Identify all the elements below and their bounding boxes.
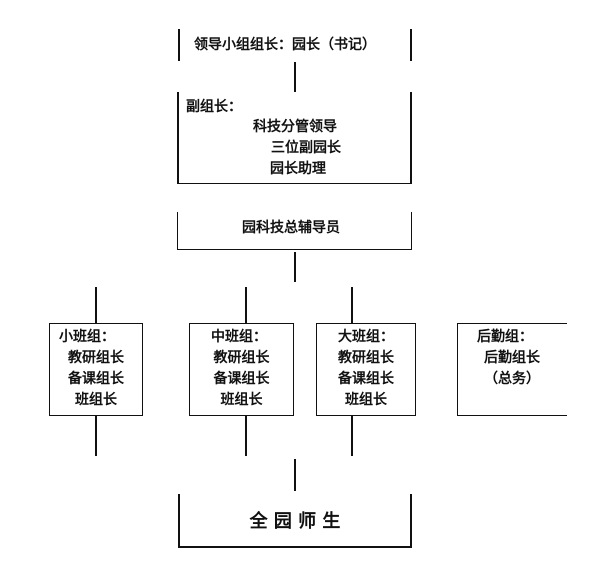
deputy-box-right-border [410,92,412,184]
group-member: 备课组长 [213,371,270,387]
leader-box-right-border [410,29,412,61]
deputy-title: 副组长： [186,99,242,115]
connector-group-large-bottom [351,416,353,456]
deputy-members: 科技分管领导 三位副园长 园长助理 [230,117,360,180]
group-middle-box [189,323,294,416]
connector-tutor-groups [294,252,296,282]
group-member: 班组长 [75,392,117,408]
deputy-member: 三位副园长 [271,140,341,156]
connector-group-middle-top [245,287,247,323]
bottom-label: 全 园 师 生 [249,511,341,532]
group-member: 教研组长 [338,350,394,366]
group-logistics-box [457,323,567,416]
group-middle-content: 中班组： 教研组长 备课组长 班组长 [189,327,294,411]
tutor-box [177,212,412,250]
leader-label: 领导小组组长：园长（书记） [194,37,376,53]
connector-group-small-bottom [95,416,97,456]
bottom-box-bottom-border [178,546,412,548]
connector-group-small-top [95,287,97,323]
deputy-member: 科技分管领导 [253,119,337,135]
connector-leader-deputy [294,62,296,92]
group-member: 教研组长 [213,350,270,366]
connector-group-large-top [351,287,353,323]
connector-to-bottom [294,459,296,491]
bottom-box-left-border [178,494,180,548]
group-logistics-content: 后勤组： 后勤组长 （总务） [465,327,559,390]
group-member: 备课组长 [338,371,394,387]
group-title: 大班组： [338,329,394,345]
connector-group-middle-bottom [245,416,247,456]
group-large-box [316,323,416,416]
group-member: （总务） [484,371,540,387]
group-member: 班组长 [220,392,263,408]
group-small-content: 小班组： 教研组长 备课组长 班组长 [49,327,143,411]
tutor-label: 园科技总辅导员 [242,220,340,236]
deputy-member: 园长助理 [270,161,326,177]
group-title: 后勤组： [477,329,533,345]
group-member: 后勤组长 [484,350,540,366]
group-member: 班组长 [345,392,387,408]
group-member: 备课组长 [68,371,124,387]
group-title: 中班组： [211,329,267,345]
deputy-box-left-border [177,92,179,184]
group-large-content: 大班组： 教研组长 备课组长 班组长 [316,327,416,411]
leader-box-left-border [178,29,180,61]
group-member: 教研组长 [68,350,124,366]
bottom-box-right-border [410,494,412,548]
group-small-box [49,323,143,416]
group-title: 小班组： [59,329,115,345]
